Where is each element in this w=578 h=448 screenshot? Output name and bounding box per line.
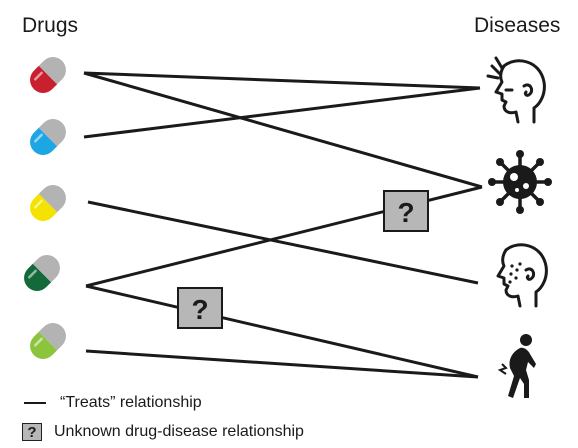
drug-lime-pill-icon: [30, 323, 66, 359]
treats-edge: [83, 86, 481, 139]
legend-unknown-label: Unknown drug-disease relationship: [54, 423, 304, 440]
treats-edge: [87, 200, 479, 285]
drug-red-pill-icon: [30, 57, 66, 93]
diseases-header: Diseases: [474, 14, 561, 37]
legend-treats-label: “Treats” relationship: [60, 394, 202, 411]
legend-treats: “Treats” relationship: [22, 394, 202, 412]
virus-icon: [488, 150, 552, 214]
drug-green-pill-icon: [24, 255, 60, 291]
unknown-relationship-marker: ?: [383, 190, 429, 232]
skin-rash-icon: [496, 243, 548, 308]
treats-edge: [85, 349, 479, 379]
unknown-mark-text: ?: [191, 294, 208, 325]
drug-yellow-pill-icon: [30, 185, 66, 221]
unknown-mark-text: ?: [397, 197, 414, 228]
unknown-relationship-marker: ?: [177, 287, 223, 329]
edge-layer: [83, 71, 483, 379]
legend-question-box: ?: [22, 423, 42, 441]
treats-edge: [85, 284, 479, 379]
legend-line-swatch: [24, 402, 46, 404]
treats-edge: [83, 71, 483, 189]
headache-icon: [486, 56, 546, 124]
back-pain-icon: [497, 334, 536, 398]
treats-edge: [83, 71, 481, 90]
drug-blue-pill-icon: [30, 119, 66, 155]
drugs-header: Drugs: [22, 14, 79, 37]
drug-list: [24, 57, 66, 359]
legend-unknown: ? Unknown drug-disease relationship: [22, 423, 304, 441]
